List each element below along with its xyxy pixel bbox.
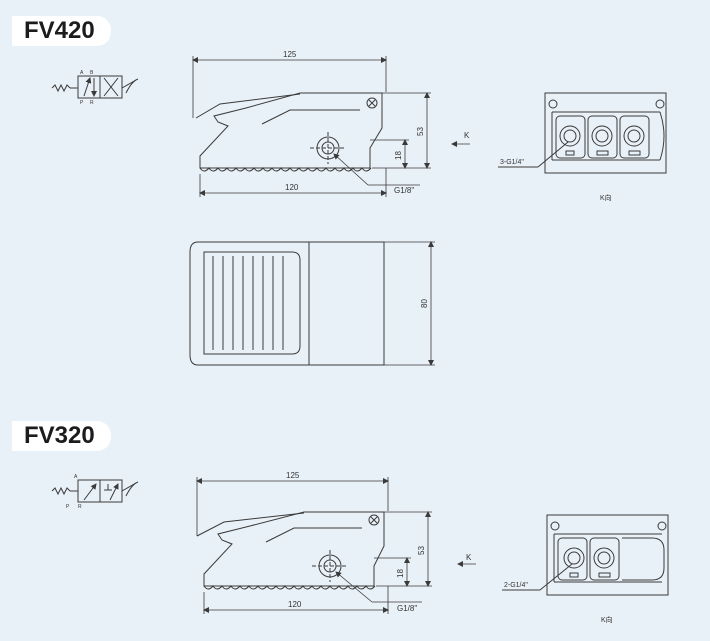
fv420-dim-port-height: 18	[394, 151, 403, 160]
fv420-k-view-caption: K向	[600, 193, 612, 202]
fv320-symbol-p: P	[66, 504, 70, 510]
fv420-valve-symbol	[51, 75, 139, 99]
fv320-valve-symbol	[51, 479, 139, 503]
fv320-dim-overall-length: 125	[286, 471, 300, 480]
fv420-dim-overall-length: 125	[283, 50, 297, 59]
fv420-symbol-b: B	[90, 70, 94, 76]
fv320-symbol-a: A	[74, 474, 78, 480]
fv420-symbol-r: R	[90, 100, 94, 106]
fv420-k-view	[498, 92, 667, 174]
fv320-symbol-r: R	[78, 504, 82, 510]
fv320-dim-base-length: 120	[288, 600, 302, 609]
fv420-side-view	[195, 92, 383, 172]
fv320-side-view	[196, 511, 385, 590]
fv320-port-label: G1/8"	[397, 604, 417, 613]
fv320-k-view-caption: K向	[601, 615, 613, 624]
fv420-k-view-callout: 3-G1/4"	[500, 159, 524, 166]
fv320-k-view	[502, 514, 669, 596]
fv420-dimension-lines	[192, 56, 431, 197]
fv320-k-arrow-label: K	[466, 553, 472, 562]
fv320-dim-height: 53	[417, 546, 426, 555]
fv420-top-view	[189, 241, 385, 366]
fv420-title: FV420	[12, 16, 111, 46]
fv420-port-label: G1/8"	[394, 186, 414, 195]
fv420-dim-height: 53	[416, 127, 425, 136]
fv420-k-arrow-label: K	[464, 131, 470, 140]
fv420-dim-width: 80	[420, 299, 429, 308]
fv320-title: FV320	[12, 421, 111, 451]
fv420-width-dimension	[384, 241, 435, 366]
fv320-dimension-lines	[196, 477, 432, 614]
fv320-k-view-callout: 2-G1/4"	[504, 582, 528, 589]
fv320-dim-port-height: 18	[396, 569, 405, 578]
fv420-symbol-a: A	[80, 70, 84, 76]
fv420-symbol-p: P	[80, 100, 84, 106]
fv420-dim-base-length: 120	[285, 183, 299, 192]
